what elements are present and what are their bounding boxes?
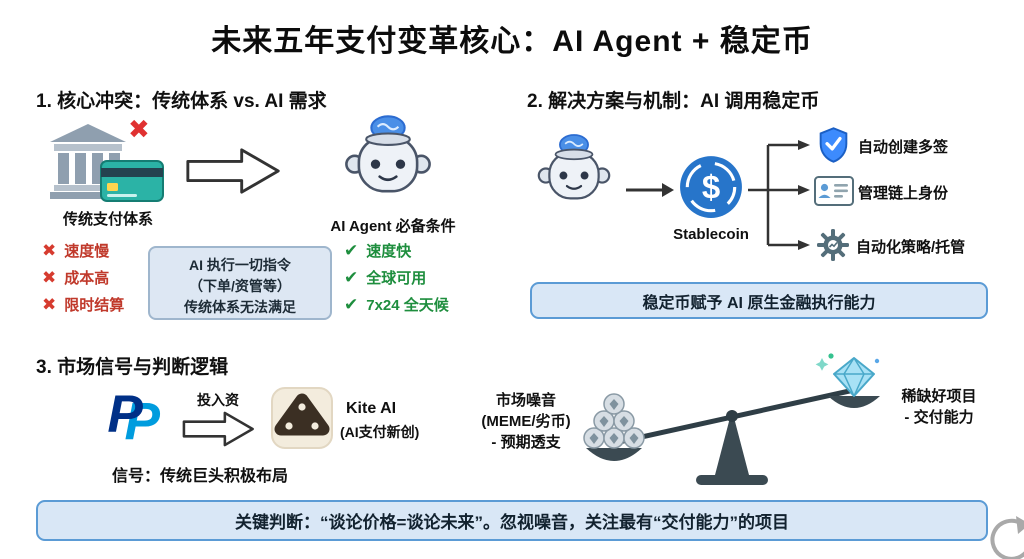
ai-robot-icon — [345, 115, 431, 193]
balance-scale-graphic — [583, 353, 880, 485]
con-label: 限时结算 — [64, 297, 125, 314]
traditional-payment-label: 传统支付体系 — [62, 211, 153, 228]
pro-item-2: ✔ 全球可用 — [344, 267, 426, 288]
svg-text:P: P — [125, 392, 161, 451]
requirement-line-1: AI 执行一切指令 — [189, 257, 291, 273]
con-item-3: ✖ 限时结算 — [42, 294, 124, 315]
stablecoin-summary-box: 稳定币赋予 AI 原生金融执行能力 — [530, 282, 988, 319]
pro-label: 速度快 — [366, 243, 412, 260]
cross-icon: ✖ — [42, 268, 57, 287]
scale-right-line-2: - 交付能力 — [904, 409, 974, 426]
cross-mark-icon: ✖ — [128, 114, 150, 144]
section1-heading: 1. 核心冲突：传统体系 vs. AI 需求 — [36, 91, 327, 112]
cross-icon: ✖ — [42, 295, 57, 314]
ai-robot-small-icon — [537, 134, 611, 200]
scale-left-line-3: - 预期透支 — [491, 434, 561, 451]
requirement-box: AI 执行一切指令 （下单/资管等） 传统体系无法满足 — [148, 246, 332, 320]
coin-stack — [583, 393, 645, 449]
invest-block-arrow — [182, 411, 254, 447]
invest-arrow-label: 投入资 — [197, 392, 239, 408]
key-judgement-box: 关键判断：“谈论价格=谈论未来”。忽视噪音，关注最有“交付能力”的项目 — [36, 500, 988, 541]
id-card-icon — [814, 176, 854, 206]
arrow-to-coin — [626, 183, 674, 197]
check-icon: ✔ — [344, 241, 359, 260]
requirement-line-2: （下单/资管等） — [189, 278, 291, 294]
right-block-arrow — [186, 148, 280, 194]
cross-icon: ✖ — [42, 241, 57, 260]
check-icon: ✔ — [344, 295, 359, 314]
requirement-line-3: 传统体系无法满足 — [184, 299, 296, 315]
con-item-2: ✖ 成本高 — [42, 267, 109, 288]
paypal-logo: P P — [107, 385, 161, 452]
check-icon: ✔ — [344, 268, 359, 287]
section2-heading: 2. 解决方案与机制：AI 调用稳定币 — [527, 91, 820, 112]
stablecoin-icon: $ — [680, 156, 742, 218]
scale-left-line-2: (MEME/劣币) — [481, 413, 571, 430]
diamond-gem — [833, 357, 875, 397]
svg-text:P: P — [107, 385, 143, 444]
pro-item-1: ✔ 速度快 — [344, 240, 411, 261]
shield-icon — [819, 127, 848, 163]
branch-label-multisig: 自动创建多签 — [858, 139, 949, 156]
stablecoin-summary-text: 稳定币赋予 AI 原生金融执行能力 — [642, 294, 876, 312]
key-judgement-text: 关键判断：“谈论价格=谈论未来”。忽视噪音，关注最有“交付能力”的项目 — [235, 513, 789, 532]
section3-heading: 3. 市场信号与判断逻辑 — [36, 357, 229, 378]
credit-card-icon — [100, 160, 164, 202]
con-label: 成本高 — [64, 270, 110, 287]
scale-right-text: 稀缺好项目 - 交付能力 — [880, 386, 998, 428]
curved-arrow-decoration — [990, 516, 1024, 559]
scale-left-text: 市场噪音 (MEME/劣币) - 预期透支 — [466, 390, 586, 453]
branch-label-identity: 管理链上身份 — [858, 185, 949, 202]
ai-agent-label: AI Agent 必备条件 — [330, 218, 456, 235]
con-label: 速度慢 — [64, 243, 110, 260]
scale-right-line-1: 稀缺好项目 — [901, 388, 977, 405]
scale-left-line-1: 市场噪音 — [495, 392, 556, 409]
signal-label: 信号：传统巨头积极布局 — [112, 468, 289, 485]
traditional-payment-graphic: ✖ — [42, 114, 172, 206]
kite-ai-subtitle: (AI支付新创) — [340, 424, 420, 440]
pro-label: 全球可用 — [366, 270, 427, 287]
dollar-glyph: $ — [702, 168, 720, 205]
kite-ai-name: Kite AI — [346, 400, 397, 417]
page-title: 未来五年支付变革核心：AI Agent + 稳定币 — [211, 25, 813, 58]
gear-icon — [817, 229, 849, 261]
branch-connectors — [748, 140, 810, 250]
pro-label: 7x24 全天候 — [366, 297, 449, 314]
con-item-1: ✖ 速度慢 — [42, 240, 109, 261]
stablecoin-label: Stablecoin — [673, 226, 749, 243]
branch-label-automation: 自动化策略/托管 — [856, 239, 966, 256]
kite-ai-logo — [271, 387, 333, 449]
pro-item-3: ✔ 7x24 全天候 — [344, 294, 449, 315]
